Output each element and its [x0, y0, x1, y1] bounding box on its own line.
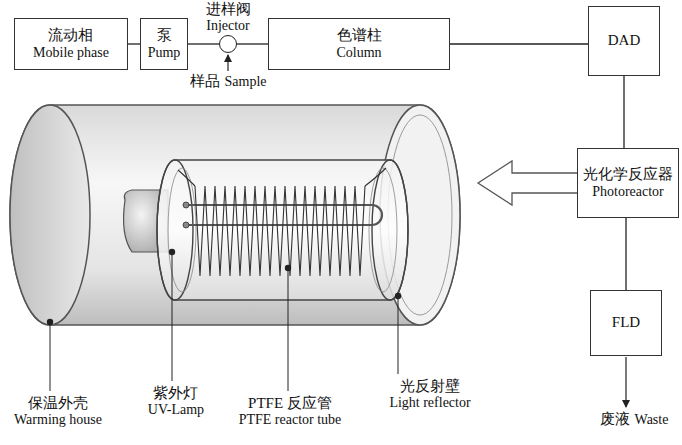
shell-end-cap [10, 105, 90, 325]
node-text: FLD [612, 314, 640, 331]
label-text: Waste [635, 412, 669, 428]
box-text: DAD [608, 32, 641, 49]
node-text: DAD [608, 32, 641, 49]
injector-valve: 进样阀Injector [219, 35, 237, 53]
box-text: 流动相Mobile phase [33, 27, 109, 60]
node-text: Photoreactor [592, 184, 664, 200]
label-text: Warming house [14, 412, 102, 428]
light-reflector-cylinder [157, 160, 408, 300]
flow-line [237, 43, 268, 44]
warming-house-shell [10, 105, 460, 325]
flow-line [128, 43, 140, 44]
leader-line [50, 322, 51, 391]
reflector-ring [369, 168, 397, 292]
reflector-end [157, 160, 193, 300]
flow-line [188, 43, 219, 44]
hollow-arrow [478, 161, 584, 205]
detector-box: FLD [590, 290, 662, 356]
flow-line [625, 218, 626, 290]
label-text: 光反射壁 [400, 378, 460, 395]
coil-lead [178, 170, 195, 186]
ptfe-reactor-coil [195, 186, 365, 276]
box-text: 色谱柱Column [336, 27, 381, 60]
node-text: 流动相 [48, 27, 93, 44]
waste-arrow [625, 357, 626, 407]
label-text: 保温外壳 [28, 395, 88, 412]
part-label: 光反射壁Light reflector [389, 378, 470, 411]
waste-label: 废液 Waste [600, 411, 669, 428]
label-text: 紫外灯 [153, 385, 198, 402]
flow-line [623, 76, 624, 148]
node-text: Pump [148, 45, 181, 61]
box-text: 光化学反应器Photoreactor [583, 166, 673, 199]
label-text: 废液 [600, 411, 630, 428]
process-box: 色谱柱Column [268, 18, 450, 70]
leader-line [172, 252, 173, 381]
leader-line [398, 296, 399, 374]
label-text: PTFE 反应管 [248, 395, 332, 412]
sample-label: 样品 Sample [190, 73, 267, 90]
detector-box: DAD [588, 6, 660, 76]
label-text: PTFE reactor tube [239, 412, 342, 428]
node-text: 色谱柱 [337, 27, 382, 44]
box-text: 泵Pump [148, 27, 181, 60]
valve-caption: 进样阀Injector [206, 1, 251, 34]
node-text: 进样阀 [206, 1, 251, 18]
label-text: 样品 [190, 73, 220, 90]
lamp-pin [183, 222, 189, 228]
reflector-end [372, 160, 408, 300]
process-box: 泵Pump [140, 18, 188, 70]
node-text: 光化学反应器 [583, 166, 673, 183]
node-text: Mobile phase [33, 45, 109, 61]
node-text: Column [336, 45, 381, 61]
sample-arrow [227, 55, 228, 71]
process-box: 光化学反应器Photoreactor [577, 148, 679, 218]
label-text: Light reflector [389, 395, 470, 411]
label-text: UV-Lamp [148, 402, 204, 418]
node-text: 泵 [157, 27, 172, 44]
part-label: 紫外灯UV-Lamp [148, 385, 204, 418]
flow-line [450, 43, 588, 44]
label-text: Sample [225, 74, 267, 90]
node-text: Injector [206, 18, 250, 34]
box-text: FLD [612, 314, 640, 331]
leader-line [288, 268, 289, 391]
part-label: PTFE 反应管PTFE reactor tube [239, 395, 342, 428]
part-label: 保温外壳Warming house [14, 395, 102, 428]
lamp-pin [183, 202, 189, 208]
coil-lead [365, 168, 386, 186]
process-box: 流动相Mobile phase [14, 18, 128, 70]
